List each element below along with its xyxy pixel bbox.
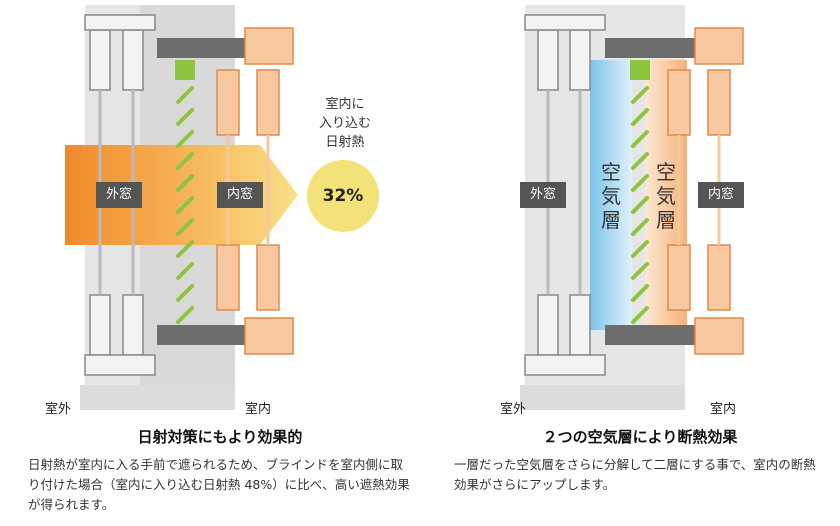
outer-window-sash [84, 14, 156, 376]
top-frame [157, 38, 247, 58]
panel-description: 日射熱が室内に入る手前で遮られるため、ブラインドを室内側に取り付けた場合（室内に… [28, 457, 410, 512]
inner-window-tag: 内窓 [217, 182, 264, 208]
bottom-frame [605, 325, 695, 345]
blind-slats [176, 86, 194, 324]
panel-description: 一層だった空気層をさらに分解して二層にする事で、室内の断熱効果がさらにアップしま… [454, 457, 816, 492]
air-layer-label-inner: 空気層 [656, 160, 676, 232]
outdoor-label: 室外 [45, 402, 72, 417]
outer-window-tag: 外窓 [96, 182, 143, 208]
blind-slats [631, 86, 649, 324]
panel-title: 日射対策にもより効果的 [137, 428, 303, 446]
solar-panel: 外窓 内窓 室内に 入り込む 日射熱 32% 室外 室内 日射対策にもより効果的… [20, 0, 420, 526]
insulation-diagram [520, 5, 744, 410]
inner-window-tag: 内窓 [698, 182, 745, 208]
air-layer-label-outer: 空気層 [601, 160, 621, 232]
insulation-panel: 外窓 内窓 空気層 空気層 室外 室内 ２つの空気層により断熱効果 一層だった空… [440, 0, 840, 526]
solar-heat-arrow [65, 145, 298, 245]
indoor-heat-note: 室内に 入り込む 日射熱 [318, 97, 371, 150]
outdoor-label: 室外 [500, 402, 527, 417]
air-layer-outer [590, 60, 632, 330]
outer-window-tag: 外窓 [520, 182, 567, 208]
panel-title: ２つの空気層により断熱効果 [542, 428, 738, 446]
percent-circle: 32% [307, 160, 379, 232]
indoor-label: 室内 [710, 402, 737, 417]
top-frame [605, 38, 695, 58]
blind-head [175, 60, 195, 80]
indoor-label: 室内 [245, 402, 272, 417]
bottom-frame [157, 325, 247, 345]
blind-head [630, 60, 650, 80]
